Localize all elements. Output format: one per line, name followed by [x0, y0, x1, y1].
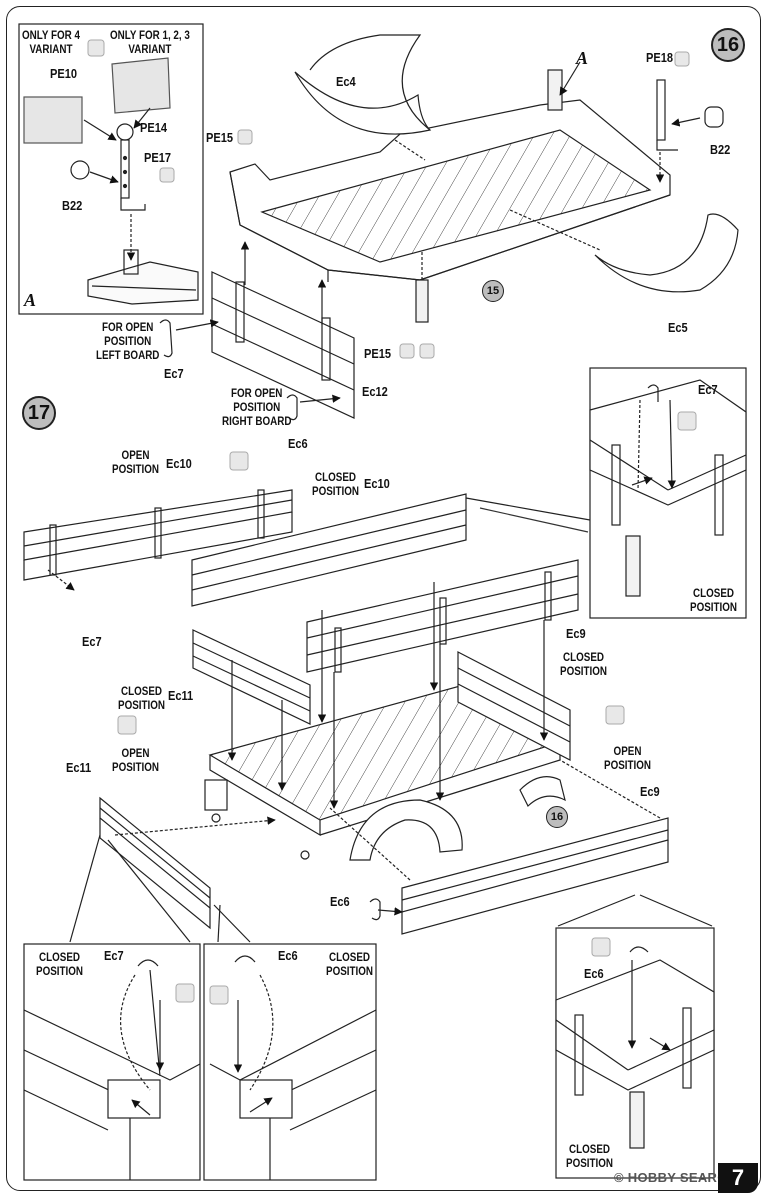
ec11-closed-board — [192, 629, 311, 725]
watermark: © HOBBY SEARCH — [614, 1170, 737, 1185]
step-17-number: 17 — [22, 396, 56, 430]
label-detail-right: CLOSED POSITION — [690, 586, 738, 614]
page-number: 7 — [718, 1163, 758, 1193]
inset-letter-a: A — [24, 290, 37, 310]
part-ec7-17: Ec7 — [82, 634, 102, 649]
part-pe14: PE14 — [140, 120, 168, 135]
part-ec6-16: Ec6 — [288, 436, 308, 451]
part-ec6-17: Ec6 — [330, 894, 350, 909]
label-detail-br: CLOSED POSITION — [566, 1142, 614, 1170]
detail-bl-box — [23, 943, 201, 1181]
part-ec10-open: Ec10 — [166, 456, 192, 471]
part-ec7-16: Ec7 — [164, 366, 184, 381]
part-pe18: PE18 — [646, 50, 674, 65]
part-ec9-open: Ec9 — [640, 784, 660, 799]
label-ec9-open: OPEN POSITION — [604, 744, 652, 772]
part-pe15-bottom: PE15 — [364, 346, 392, 361]
inset-variant-box — [18, 23, 204, 315]
part-ec5: Ec5 — [668, 320, 688, 335]
detail-right-box — [589, 367, 747, 619]
part-b22-inset: B22 — [62, 198, 83, 213]
step-16-number: 16 — [711, 28, 745, 62]
part-ec11-closed: Ec11 — [168, 688, 194, 703]
part-ec9-closed: Ec9 — [566, 626, 586, 641]
pe17-knob — [116, 123, 134, 141]
label-only-123-variant: ONLY FOR 1, 2, 3 VARIANT — [110, 28, 190, 56]
ec10-closed-board — [191, 493, 467, 607]
label-ec10-open: OPEN POSITION — [112, 448, 160, 476]
part-ec10-closed: Ec10 — [364, 476, 390, 491]
note-open-right-board: FOR OPEN POSITION RIGHT BOARD — [222, 386, 292, 428]
part-ec6-detail-br: Ec6 — [584, 966, 604, 981]
label-ec9-closed: CLOSED POSITION — [560, 650, 608, 678]
label-detail-bl: CLOSED POSITION — [36, 950, 84, 978]
label-ec11-closed: CLOSED POSITION — [118, 684, 166, 712]
pe14-plate — [111, 57, 171, 114]
part-ec7-detail-right: Ec7 — [698, 382, 718, 397]
note-open-left-board: FOR OPEN POSITION LEFT BOARD — [96, 320, 160, 362]
part-ec4: Ec4 — [336, 74, 356, 89]
part-pe15-left: PE15 — [206, 130, 234, 145]
detail-letter-a: A — [576, 48, 589, 68]
part-ec7-detail-bl: Ec7 — [104, 948, 124, 963]
detail-br-box — [555, 927, 715, 1179]
ec4-fender — [294, 71, 432, 135]
label-detail-bm: CLOSED POSITION — [326, 950, 374, 978]
part-ec12: Ec12 — [362, 384, 388, 399]
ref-step-16: 16 — [546, 806, 568, 828]
part-b22: B22 — [710, 142, 731, 157]
ec9-closed-board — [306, 559, 579, 673]
ref-step-15: 15 — [482, 280, 504, 302]
label-ec10-closed: CLOSED POSITION — [312, 470, 360, 498]
page-frame — [6, 6, 761, 1191]
detail-bm-box — [203, 943, 377, 1181]
ec5-fender — [594, 213, 739, 293]
part-ec6-detail-bm: Ec6 — [278, 948, 298, 963]
label-only-4-variant: ONLY FOR 4 VARIANT — [22, 28, 80, 56]
part-pe10: PE10 — [50, 66, 78, 81]
pe10-plate — [23, 96, 83, 144]
part-ec11-open: Ec11 — [66, 760, 92, 775]
label-ec11-open: OPEN POSITION — [112, 746, 160, 774]
part-pe17: PE17 — [144, 150, 172, 165]
